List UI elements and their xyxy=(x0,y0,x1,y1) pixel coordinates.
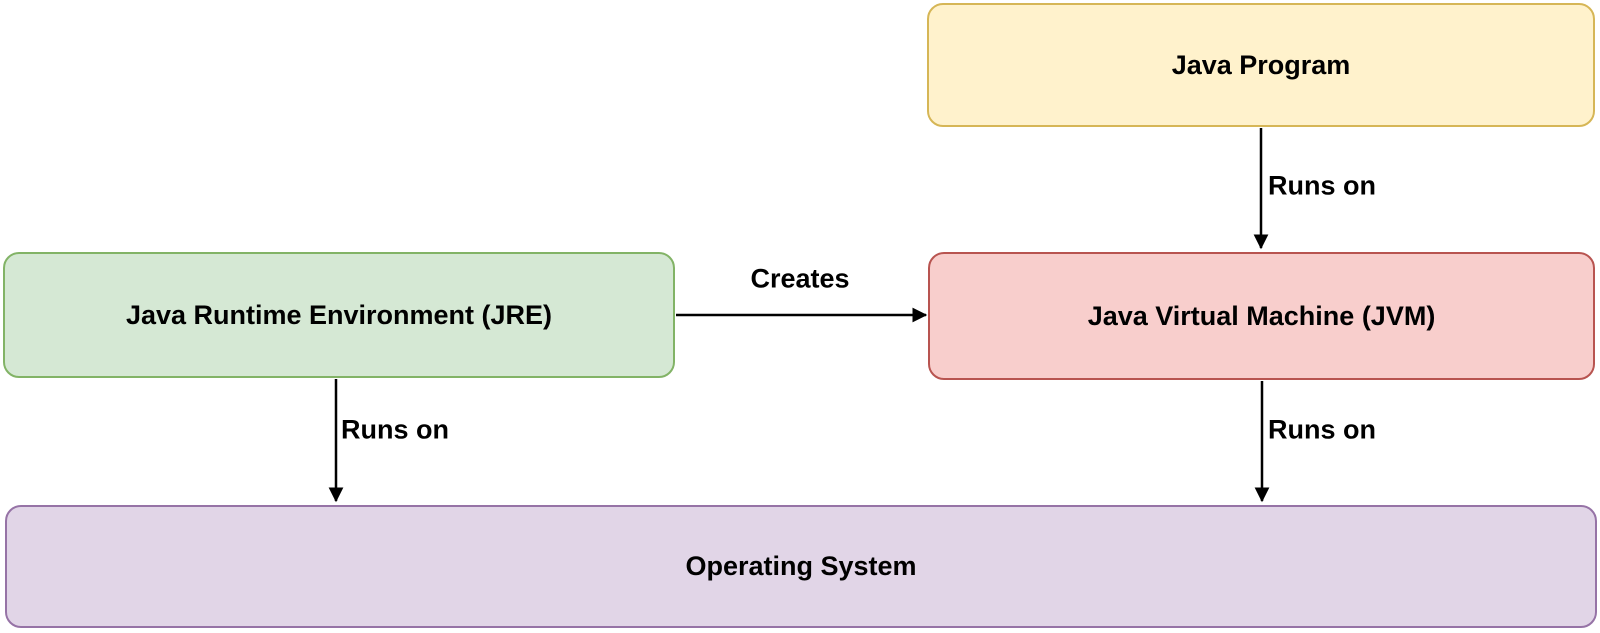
node-os-label: Operating System xyxy=(685,551,917,581)
edge-label-jvm-runs-on-os: Runs on xyxy=(1268,414,1376,445)
node-jre: Java Runtime Environment (JRE) xyxy=(3,252,675,378)
node-java-program: Java Program xyxy=(927,3,1595,127)
edge-label-jre-creates-jvm: Creates xyxy=(750,263,850,294)
node-os: Operating System xyxy=(5,505,1597,628)
edge-label-jre-runs-on-os: Runs on xyxy=(341,414,449,445)
node-jvm-label: Java Virtual Machine (JVM) xyxy=(1087,300,1436,331)
edge-label-program-runs-on-jvm: Runs on xyxy=(1268,170,1376,201)
node-jre-label: Java Runtime Environment (JRE) xyxy=(125,299,553,330)
node-jvm: Java Virtual Machine (JVM) xyxy=(928,252,1595,380)
node-java-program-label: Java Program xyxy=(1171,49,1351,80)
